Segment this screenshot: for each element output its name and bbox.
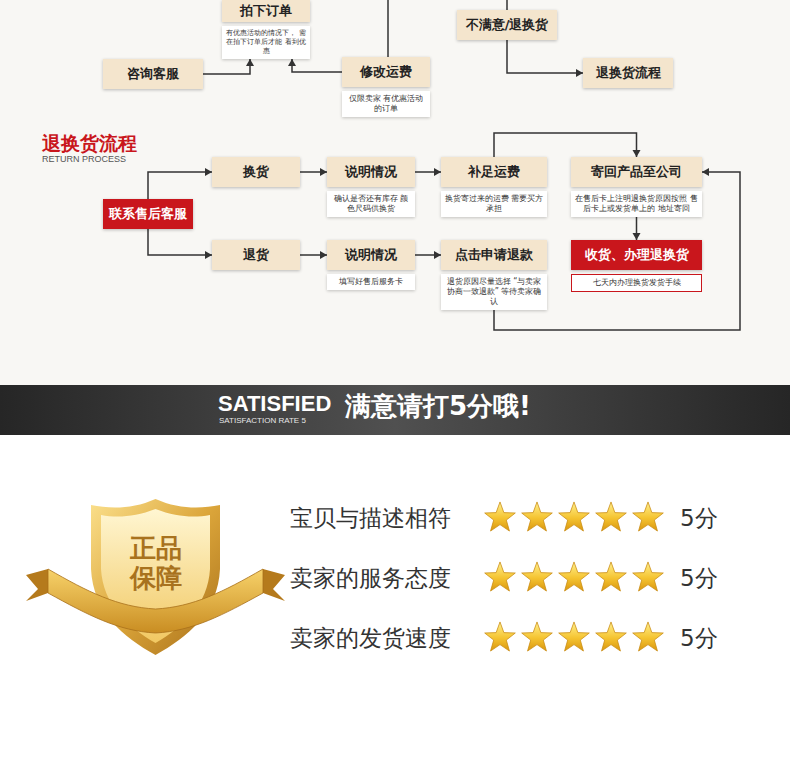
- flow-node: 拍下订单有优惠活动的情况下， 需在拍下订单后才能 看到优惠: [222, 0, 310, 59]
- process-box: 退换货流程: [583, 58, 673, 88]
- process-box: 不满意/退换货: [457, 10, 557, 40]
- connector: [203, 59, 254, 74]
- process-box: 点击申请退款: [441, 240, 547, 270]
- connector: [507, 40, 583, 77]
- connector-line: [494, 133, 637, 157]
- note-box: 有优惠活动的情况下， 需在拍下订单后才能 看到优惠: [222, 26, 310, 59]
- stub-line: [506, 0, 508, 10]
- note-box: 七天内办理换货发货手续: [571, 274, 702, 292]
- note-box: 仅限卖家 有优惠活动的订单: [342, 91, 430, 117]
- arrowhead: [205, 168, 212, 176]
- arrowhead: [633, 150, 641, 157]
- flow-node: 修改运费仅限卖家 有优惠活动的订单: [342, 57, 430, 117]
- flow-node: 退货: [212, 240, 300, 270]
- section-subtitle: RETURN PROCESS: [42, 154, 126, 165]
- note-box: 确认是否还有库存 颜色尺码供换货: [327, 191, 415, 217]
- arrowhead: [320, 251, 327, 259]
- title-band: SATISFIEDSATISFACTION RATE 5 满意请打5分哦!: [0, 385, 790, 435]
- arrowhead: [205, 251, 212, 259]
- arrowhead: [434, 251, 441, 259]
- stub-line: [387, 0, 389, 57]
- connector-line: [203, 59, 250, 74]
- alert-box: 联系售后客服: [103, 199, 193, 229]
- section-title: 退换货流程: [42, 131, 137, 155]
- process-box: 说明情况: [327, 157, 415, 187]
- rating-label: 卖家的发货速度: [290, 624, 451, 652]
- star-row: [485, 622, 664, 651]
- process-box: 换货: [212, 157, 300, 187]
- badge-text-holder: 正品 保障: [88, 533, 223, 593]
- process-box: 修改运费: [342, 57, 430, 87]
- process-box: 补足运费: [441, 157, 547, 187]
- rating-score: 5分: [680, 624, 718, 652]
- rating-label: 宝贝与描述相符: [290, 504, 451, 532]
- connector-line: [292, 59, 342, 72]
- connector: [415, 251, 441, 259]
- connector-line: [507, 40, 583, 73]
- rating-score: 5分: [680, 504, 718, 532]
- flow-node: 说明情况确认是否还有库存 颜色尺码供换货: [327, 157, 415, 217]
- note-box: 换货寄过来的运费 需要买方承担: [441, 191, 547, 217]
- connector: [415, 168, 441, 176]
- note-box: 填写好售后服务卡: [327, 274, 415, 290]
- arrowhead: [576, 69, 583, 77]
- flow-node: 点击申请退款退货原因尽量选择 “与卖家协商一致退款” 等待卖家确认: [441, 240, 547, 310]
- process-box: 咨询客服: [103, 59, 203, 89]
- connector: [148, 229, 212, 259]
- connector-line: [148, 172, 212, 199]
- flow-node: 换货: [212, 157, 300, 187]
- process-box: 退货: [212, 240, 300, 270]
- connector-line: [148, 229, 212, 255]
- connector: [300, 168, 327, 176]
- flow-node: 咨询客服: [103, 59, 203, 89]
- badge-text: 正品 保障: [128, 533, 184, 593]
- connector: [494, 133, 641, 157]
- band-heading: SATISFIED: [218, 391, 331, 416]
- band-subheading: SATISFACTION RATE 5: [219, 416, 306, 425]
- flow-node: 不满意/退换货: [457, 10, 557, 40]
- connector: [633, 217, 641, 240]
- arrowhead: [633, 233, 641, 240]
- flow-node: 退换货流程: [583, 58, 673, 88]
- star-row: [485, 562, 664, 591]
- process-box: 说明情况: [327, 240, 415, 270]
- arrowhead: [434, 168, 441, 176]
- arrowhead: [702, 168, 709, 176]
- alert-box: 收货、办理退换货: [571, 240, 702, 270]
- ribbon-tail: [263, 569, 285, 601]
- process-box: 寄回产品至公司: [571, 157, 702, 187]
- star-row: [485, 502, 664, 531]
- note-box: 退货原因尽量选择 “与卖家协商一致退款” 等待卖家确认: [441, 274, 547, 310]
- arrowhead: [320, 168, 327, 176]
- flow-node: 说明情况填写好售后服务卡: [327, 240, 415, 290]
- rating-score: 5分: [680, 564, 718, 592]
- process-box: 拍下订单: [222, 0, 310, 22]
- badge-node: 正品 保障: [88, 497, 223, 657]
- band-title: 满意请打5分哦!: [345, 392, 531, 422]
- flow-node: 收货、办理退换货七天内办理换货发货手续: [571, 240, 702, 292]
- connector: [300, 251, 327, 259]
- connector: [288, 59, 342, 72]
- arrowhead: [288, 59, 296, 66]
- connector: [148, 168, 212, 199]
- flow-node: 补足运费换货寄过来的运费 需要买方承担: [441, 157, 547, 217]
- flow-node: 联系售后客服: [103, 199, 193, 229]
- note-box: 在售后卡上注明退换货原因按照 售后卡上或发货单上的 地址寄回: [571, 191, 702, 217]
- ribbon-tail: [26, 569, 48, 601]
- flow-node: 寄回产品至公司在售后卡上注明退换货原因按照 售后卡上或发货单上的 地址寄回: [571, 157, 702, 217]
- arrowhead: [246, 59, 254, 66]
- rating-label: 卖家的服务态度: [290, 564, 451, 592]
